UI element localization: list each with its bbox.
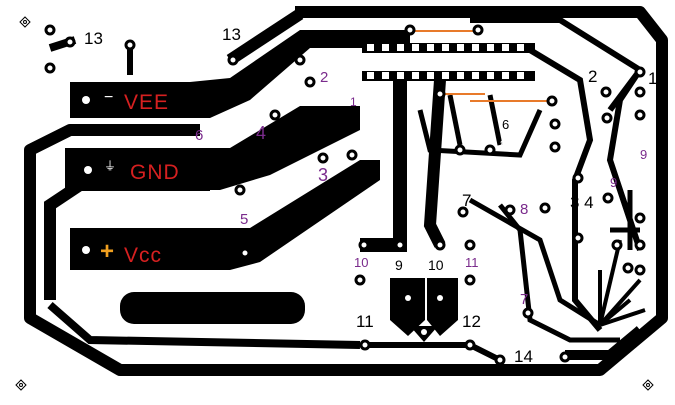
vee-pad: [70, 30, 410, 118]
pin-label-4-left: 4: [256, 123, 267, 143]
star-trace-2: [598, 298, 632, 327]
pin-label-2: 2: [320, 69, 329, 86]
gnd-pad: [65, 106, 360, 190]
pin-label-13-top: 13: [222, 25, 241, 44]
ic-right-trace-2: [528, 47, 603, 332]
bottom-bar-pad: [120, 292, 305, 324]
pin-label-7-bottom: 7: [520, 291, 529, 308]
top-ring-trace: [226, 8, 304, 66]
terminal-holes: [82, 96, 92, 254]
ic-pin-label-6: 6: [502, 117, 510, 132]
pin-label-9-right: 9: [610, 175, 618, 190]
bottom-center-trace: [365, 342, 502, 363]
left-ring-trace: [47, 301, 361, 349]
vcc-plus-symbol: +: [100, 238, 115, 265]
pin-label-3-4: 3 4: [570, 193, 594, 212]
vcc-label: Vcc: [124, 244, 163, 267]
ic-box-trace-3: [487, 94, 503, 146]
pin-label-11: 11: [356, 312, 374, 331]
center-vertical-trace-2: [423, 79, 446, 248]
star-trace-4: [598, 239, 622, 326]
pad-holes: [44, 24, 646, 366]
vcc-pad: [70, 160, 380, 270]
gnd-label: GND: [130, 161, 180, 184]
pin-label-10-left: 10: [354, 255, 369, 270]
transistor-holes: [405, 295, 443, 335]
vee-minus-symbol: −: [104, 89, 114, 106]
ic-box-trace-2: [447, 94, 463, 146]
outer-ring-trace: [24, 6, 668, 376]
pin-label-8-middle: 8: [520, 201, 529, 218]
pin-label-6-left: 6: [195, 127, 204, 144]
pin-label-1-right: 1: [648, 69, 658, 88]
ic-pin-label-8: 8: [500, 139, 507, 151]
pin-label-12: 12: [462, 312, 481, 331]
pin-label-5-left: 5: [240, 211, 249, 228]
transistor-pad-left: [390, 278, 425, 336]
pin-label-14: 14: [514, 347, 533, 366]
pin-label-10: 10: [428, 257, 444, 273]
ic-pin-label-5: 5: [432, 111, 440, 126]
pin-label-3-left: 3: [318, 165, 329, 185]
pin-label-7: 7: [462, 191, 472, 210]
pin-label-13-left: 13: [84, 29, 103, 48]
ground-icon: ⏚: [104, 159, 117, 173]
corner-markers: [15, 16, 654, 391]
pin-label-2-right: 2: [588, 67, 598, 86]
transistor-pad-right: [427, 278, 458, 336]
ic-pin-holes: [367, 44, 524, 79]
vee-label: VEE: [124, 91, 170, 114]
middle-right-trace: [468, 197, 602, 328]
star-trace-5: [599, 308, 646, 327]
pin-label-1: 1: [350, 95, 357, 109]
middle-right-trace-2: [498, 203, 620, 343]
right-side-trace: [607, 68, 643, 112]
pin-label-9: 9: [395, 257, 403, 273]
ic-box-trace: [417, 108, 543, 158]
pin-label-9-right-top: 9: [640, 147, 648, 162]
bottom-right-trace: [565, 326, 644, 360]
pin-label-11-right: 11: [465, 255, 479, 270]
